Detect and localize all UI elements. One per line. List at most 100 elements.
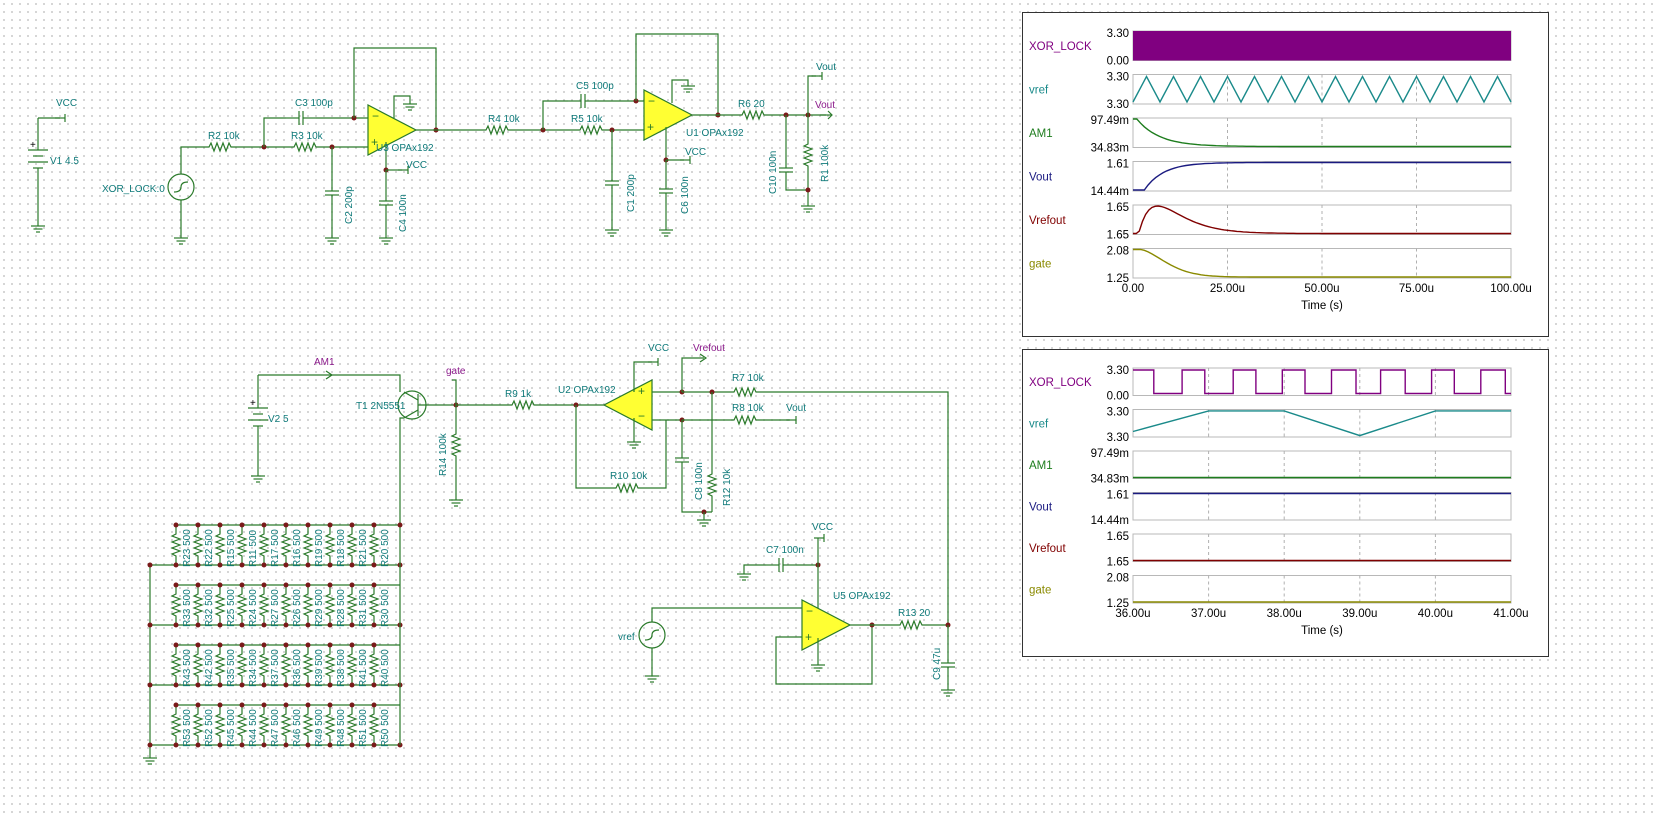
x-tick-label: 36.00u <box>1115 608 1150 620</box>
bank-resistor-label: R22 500 <box>204 529 215 567</box>
vcc-label-5: VCC <box>812 522 833 533</box>
scope-bottom-svg[interactable]: XOR_LOCK3.300.00vref3.303.30AM197.49m34.… <box>1023 350 1548 656</box>
bank-resistor <box>281 589 291 621</box>
bank-resistor <box>259 589 269 621</box>
trace-band[interactable] <box>1132 533 1512 562</box>
u5-stage <box>638 533 956 697</box>
trace-band[interactable] <box>1132 492 1512 521</box>
bank-resistor <box>325 529 335 561</box>
bank-resistor-label: R28 500 <box>336 589 347 627</box>
bank-resistor-label: R43 500 <box>182 649 193 687</box>
xor-lock-source-label: XOR_LOCK:0 <box>102 184 165 195</box>
trace-min: 1.65 <box>1107 557 1129 569</box>
x-tick-label: 40.00u <box>1418 608 1453 620</box>
r6-label: R6 20 <box>738 99 765 110</box>
bank-resistor-label: R46 500 <box>292 709 303 747</box>
bank-resistor <box>325 709 335 741</box>
trace-max: 3.30 <box>1107 365 1129 377</box>
bank-resistor-label: R42 500 <box>204 649 215 687</box>
bank-resistor-label: R53 500 <box>182 709 193 747</box>
vref-source-label: vref <box>618 632 635 643</box>
x-tick-label: 50.00u <box>1304 283 1339 295</box>
trace-name: gate <box>1029 258 1051 270</box>
x-tick-label: 75.00u <box>1399 283 1434 295</box>
c6-label: C6 100n <box>680 176 691 214</box>
vcc-label-4: VCC <box>648 343 669 354</box>
bank-resistor-label: R24 500 <box>248 589 259 627</box>
bank-resistor-label: R23 500 <box>182 529 193 567</box>
trace-band[interactable] <box>1132 575 1512 604</box>
trace-band[interactable] <box>1132 450 1512 479</box>
x-tick-label: 100.00u <box>1490 283 1532 295</box>
schematic-canvas[interactable]: −+ + VCC V1 4.5 XOR_LOCK:0 <box>0 0 1020 819</box>
c4-label: C4 100n <box>398 194 409 232</box>
vcc-label-2: VCC <box>406 160 427 171</box>
trace-name: XOR_LOCK <box>1029 41 1092 53</box>
trace-line-am1 <box>1133 118 1511 148</box>
bank-resistor <box>347 709 357 741</box>
bank-resistor-label: R34 500 <box>248 649 259 687</box>
bank-resistor <box>259 649 269 681</box>
bank-resistor <box>325 649 335 681</box>
battery-v1: + <box>28 113 66 233</box>
bank-resistor-label: R27 500 <box>270 589 281 627</box>
r5-label: R5 10k <box>571 114 604 125</box>
bank-resistor-label: R52 500 <box>204 709 215 747</box>
vout-label-3: Vout <box>786 403 806 414</box>
bank-resistor-label: R51 500 <box>358 709 369 747</box>
bank-resistor-label: R18 500 <box>336 529 347 567</box>
bank-resistor <box>347 589 357 621</box>
r8-label: R8 10k <box>732 403 765 414</box>
bank-resistor <box>215 529 225 561</box>
trace-max: 2.08 <box>1107 573 1129 585</box>
trace-line-xor_lock <box>1133 369 1511 395</box>
bank-resistor-label: R50 500 <box>380 709 391 747</box>
am1-label: AM1 <box>314 357 335 368</box>
trace-min: 1.25 <box>1107 598 1129 610</box>
trace-max: 3.30 <box>1107 407 1129 419</box>
scope-top-svg[interactable]: XOR_LOCK3.300.00vref3.303.30AM197.49m34.… <box>1023 13 1548 336</box>
trace-min: 3.30 <box>1107 99 1129 111</box>
vcc-label-1: VCC <box>56 98 77 109</box>
u1-label: U1 OPAx192 <box>686 128 744 139</box>
bank-resistor <box>303 709 313 741</box>
bank-resistor <box>215 709 225 741</box>
r13-label: R13 20 <box>898 608 931 619</box>
r3-label: R3 10k <box>291 131 324 142</box>
trace-line-vrefout <box>1133 205 1511 235</box>
bank-resistor <box>259 529 269 561</box>
c2-label: C2 200p <box>344 186 355 224</box>
trace-max: 97.49m <box>1091 115 1129 127</box>
trace-min: 34.83m <box>1091 474 1129 486</box>
r12-label: R12 10k <box>722 468 733 506</box>
xor-lock-source[interactable] <box>167 146 205 245</box>
trace-band[interactable] <box>1132 367 1512 396</box>
u3-stage <box>204 47 482 245</box>
bank-resistor <box>369 589 379 621</box>
c1-label: C1 200p <box>626 174 637 212</box>
trace-min: 34.83m <box>1091 143 1129 155</box>
output-rc-network <box>737 71 833 213</box>
bank-resistor-label: R11 500 <box>248 529 259 567</box>
trace-max: 2.08 <box>1107 246 1129 258</box>
transistor-t1 <box>397 379 508 525</box>
bank-resistor <box>237 529 247 561</box>
x-tick-label: 39.00u <box>1342 608 1377 620</box>
bank-resistor-label: R40 500 <box>380 649 391 687</box>
trace-name: XOR_LOCK <box>1029 377 1092 389</box>
vout-label-2: Vout <box>815 100 835 111</box>
bank-resistor <box>369 529 379 561</box>
bank-resistor-label: R33 500 <box>182 589 193 627</box>
trace-line-vout <box>1133 161 1511 191</box>
bank-resistor <box>171 649 181 681</box>
trace-name: gate <box>1029 584 1051 596</box>
x-axis-label: Time (s) <box>1301 625 1343 637</box>
vrefout-label: Vrefout <box>693 343 725 354</box>
trace-name: vref <box>1029 418 1049 430</box>
r14-label: R14 100k <box>438 432 449 476</box>
bank-resistor-label: R36 500 <box>292 649 303 687</box>
bank-resistor <box>281 709 291 741</box>
